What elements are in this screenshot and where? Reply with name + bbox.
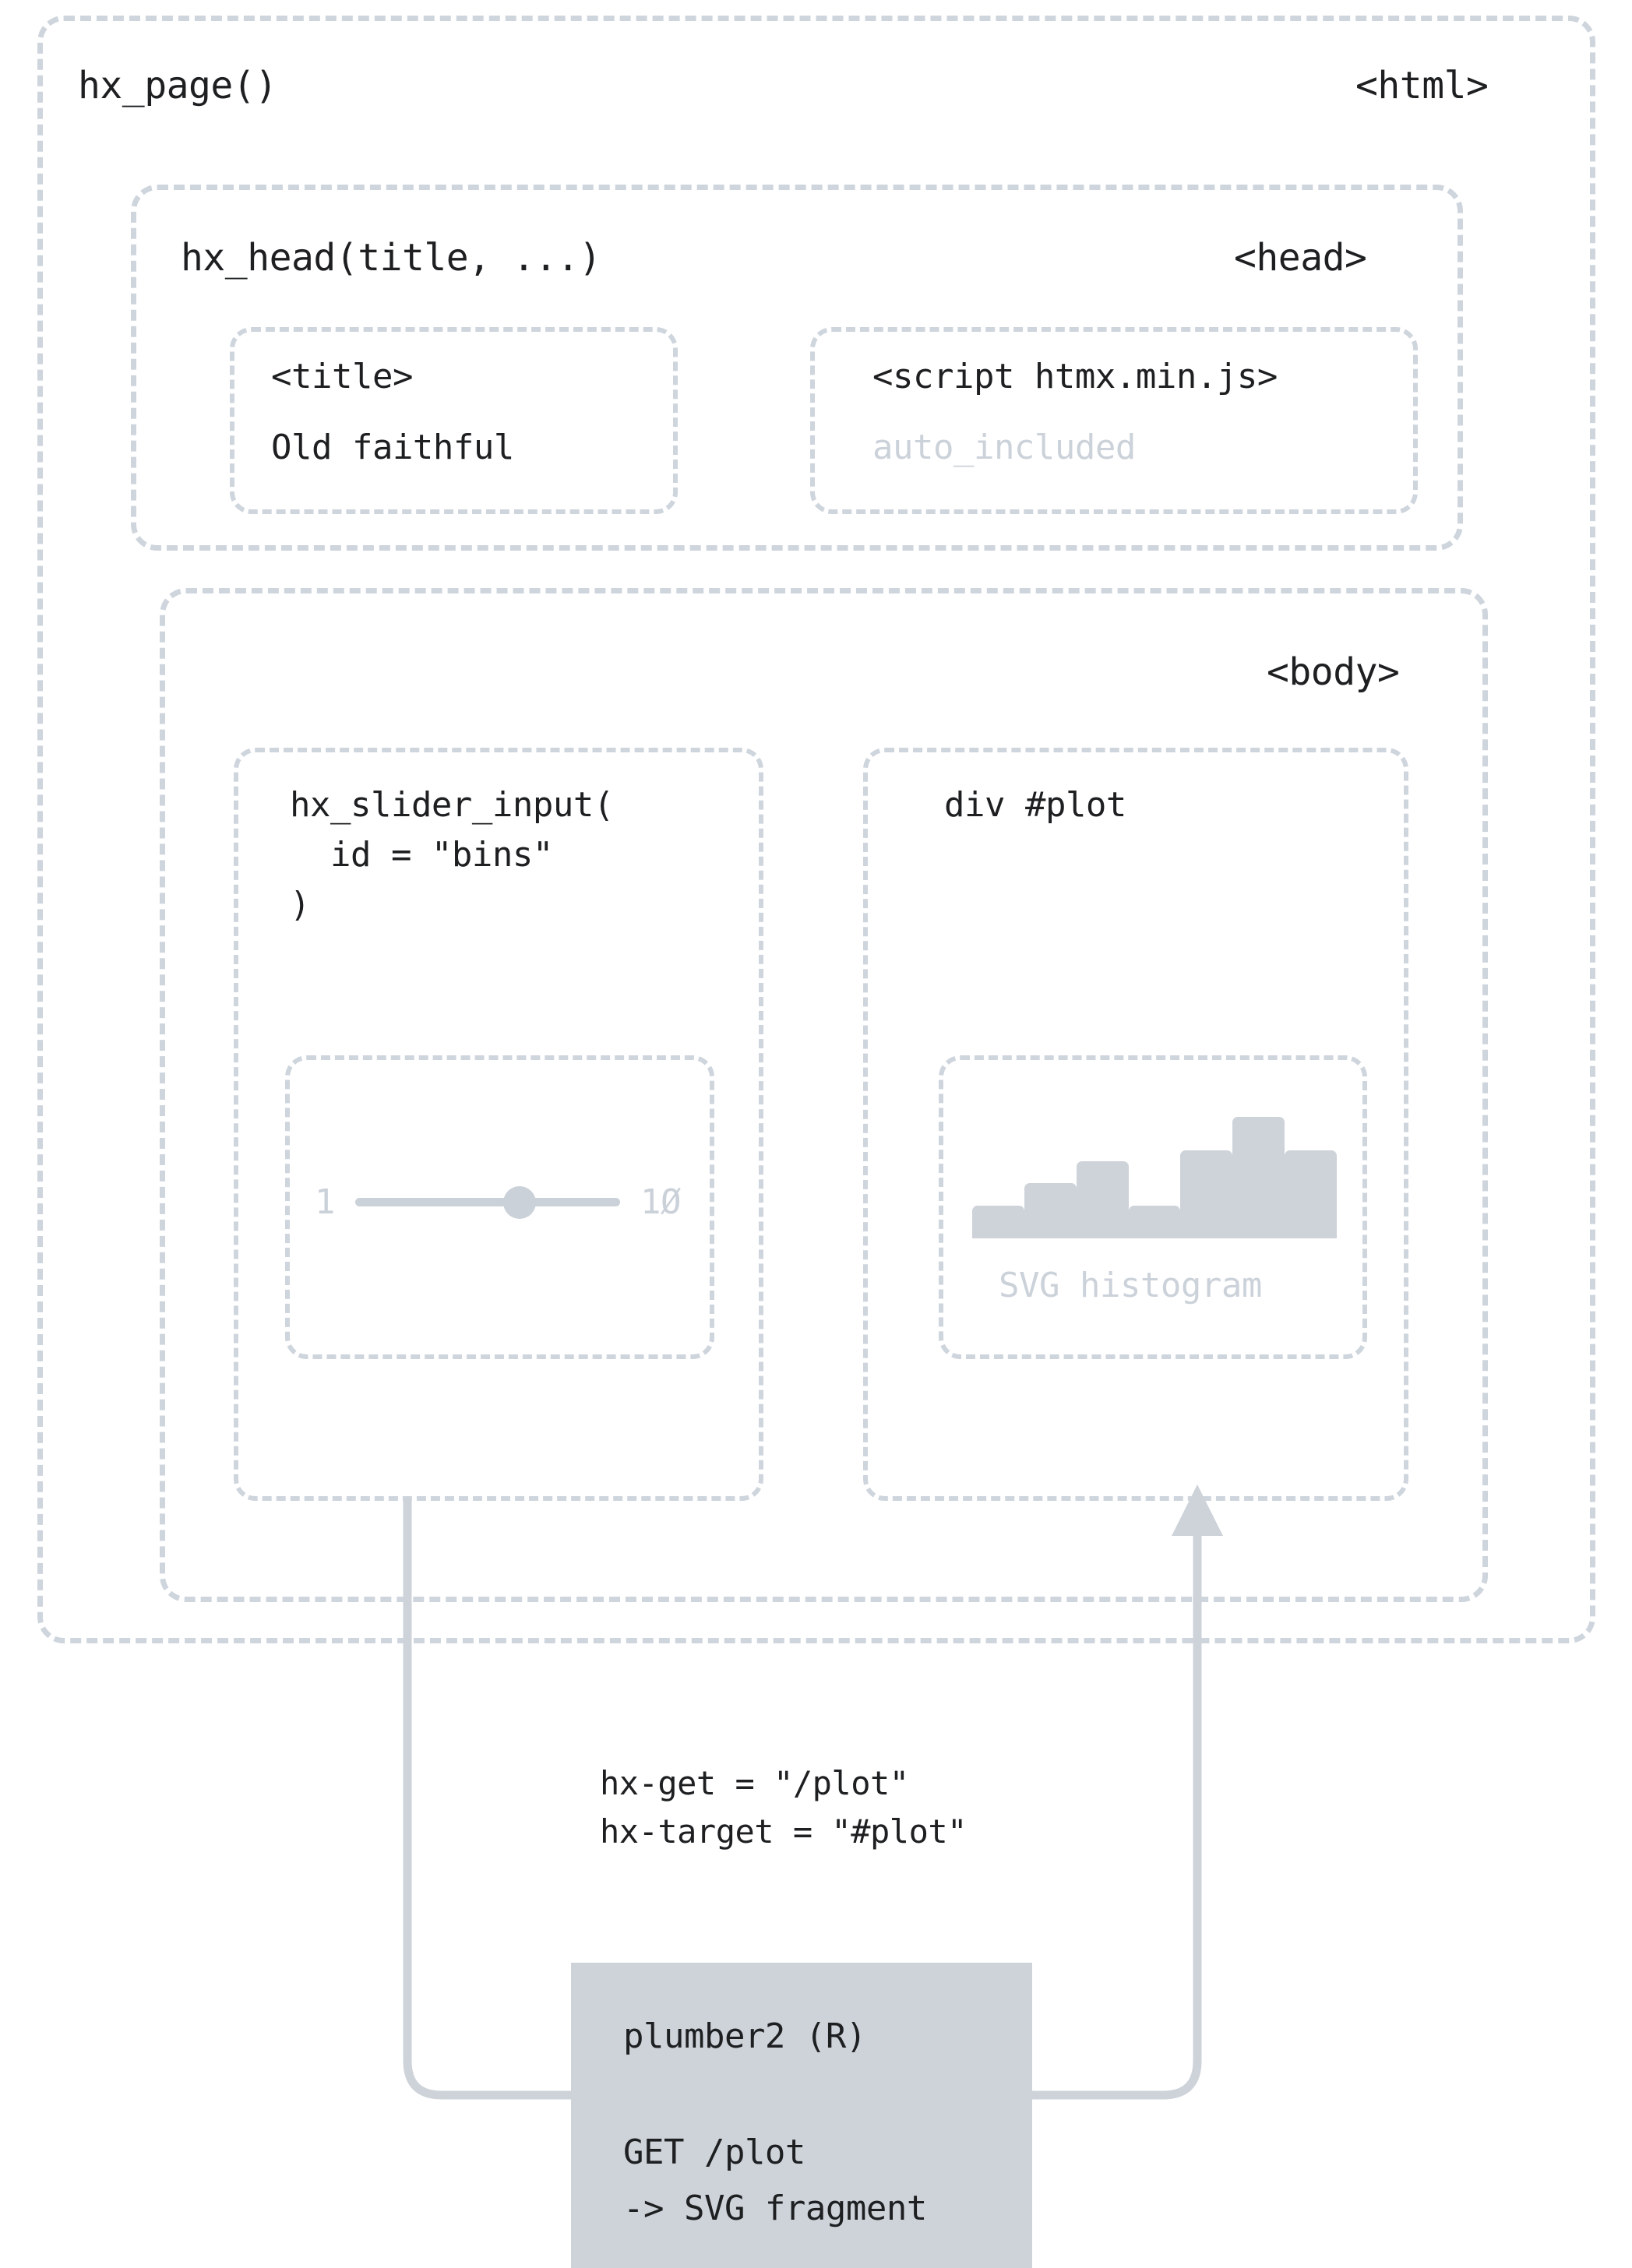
html-container-box — [37, 16, 1595, 1643]
svg-histogram-caption: SVG histogram — [999, 1266, 1262, 1305]
hx-get-attr-label: hx-get = "/plot" — [600, 1764, 909, 1802]
title-value-label: Old faithful — [271, 428, 514, 467]
histogram-bar — [1024, 1183, 1077, 1238]
slider-thumb[interactable] — [502, 1185, 536, 1219]
body-container-box — [160, 588, 1488, 1602]
hx-slider-input-label-line2: id = "bins" — [290, 835, 553, 875]
html-tag-label: <html> — [1355, 64, 1489, 107]
slider-track[interactable] — [355, 1185, 621, 1219]
slider-min-label: 1 — [315, 1182, 336, 1222]
plumber-response-label: -> SVG fragment — [623, 2189, 927, 2228]
histogram-bar — [1232, 1117, 1285, 1238]
body-tag-label: <body> — [1267, 650, 1400, 694]
svg-histogram-box — [939, 1055, 1367, 1359]
histogram-bar — [1076, 1160, 1129, 1238]
plumber-backend-box — [571, 1963, 1032, 2268]
script-auto-included-label: auto_included — [872, 428, 1136, 467]
slider-control-box — [285, 1055, 714, 1359]
hx-slider-input-label-line1: hx_slider_input( — [290, 785, 614, 825]
histogram-bar — [1128, 1205, 1181, 1238]
script-tag-label: <script htmx.min.js> — [872, 357, 1278, 396]
hx-page-label: hx_page() — [78, 64, 277, 107]
slider-max-label: 1Ø — [640, 1182, 681, 1222]
histogram-bar — [1180, 1150, 1233, 1238]
plot-node-box — [863, 748, 1408, 1501]
plumber-title-label: plumber2 (R) — [623, 2016, 866, 2056]
title-tag-label: <title> — [271, 357, 413, 396]
div-plot-label: div #plot — [944, 785, 1126, 825]
slider-input[interactable]: 1 1Ø — [315, 1182, 681, 1223]
hx-target-attr-label: hx-target = "#plot" — [600, 1812, 967, 1851]
histogram-bar — [1285, 1150, 1337, 1238]
hx-slider-input-label-line3: ) — [290, 885, 311, 924]
histogram-bar — [972, 1205, 1024, 1238]
title-node-box — [230, 327, 678, 514]
histogram-graphic — [972, 1106, 1337, 1238]
plumber-get-route-label: GET /plot — [623, 2132, 805, 2172]
script-node-box — [810, 327, 1418, 514]
head-container-box — [131, 185, 1463, 551]
hx-head-label: hx_head(title, ...) — [181, 236, 601, 280]
head-tag-label: <head> — [1234, 236, 1367, 280]
